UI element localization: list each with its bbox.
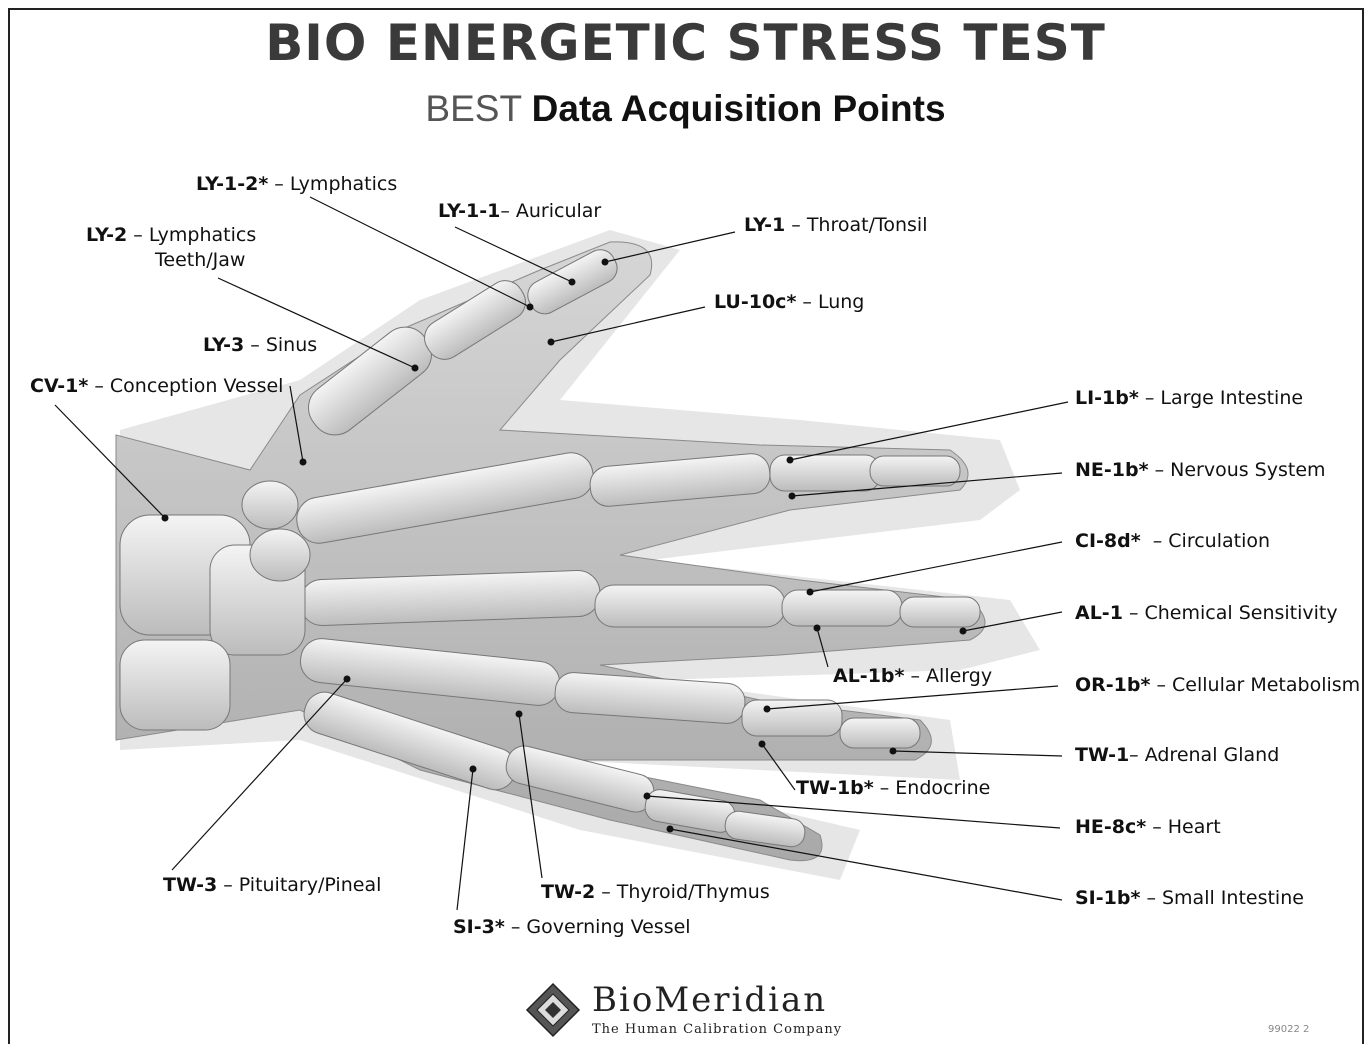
point-label-cv-1: CV-1* – Conception Vessel bbox=[30, 375, 283, 397]
document-code: 99022 2 bbox=[1268, 1024, 1309, 1035]
point-label-ly-2: LY-2 – Lymphatics bbox=[86, 224, 256, 246]
point-label-ci-8d: CI-8d* – Circulation bbox=[1075, 530, 1270, 552]
point-label-ly-1: LY-1 – Throat/Tonsil bbox=[744, 214, 927, 236]
point-label-ly-3: LY-3 – Sinus bbox=[203, 334, 317, 356]
company-tagline: The Human Calibration Company bbox=[592, 1022, 842, 1037]
biomeridian-logo-icon bbox=[524, 982, 582, 1038]
point-label-tw-3: TW-3 – Pituitary/Pineal bbox=[163, 874, 381, 896]
point-label-ly-1-2: LY-1-2* – Lymphatics bbox=[196, 173, 397, 195]
company-name: BioMeridian bbox=[592, 980, 827, 1020]
point-label-ly-2-line2: Teeth/Jaw bbox=[155, 249, 245, 271]
point-label-lu-10c: LU-10c* – Lung bbox=[714, 291, 864, 313]
point-label-li-1b: LI-1b* – Large Intestine bbox=[1075, 387, 1303, 409]
point-label-si-3: SI-3* – Governing Vessel bbox=[453, 916, 691, 938]
point-label-he-8c: HE-8c* – Heart bbox=[1075, 816, 1221, 838]
point-label-al-1: AL-1 – Chemical Sensitivity bbox=[1075, 602, 1338, 624]
point-label-tw-2: TW-2 – Thyroid/Thymus bbox=[541, 881, 770, 903]
point-label-ly-1-1: LY-1-1– Auricular bbox=[438, 200, 601, 222]
point-label-tw-1b: TW-1b* – Endocrine bbox=[796, 777, 990, 799]
point-label-or-1b: OR-1b* – Cellular Metabolism bbox=[1075, 674, 1360, 696]
point-label-ne-1b: NE-1b* – Nervous System bbox=[1075, 459, 1326, 481]
point-label-si-1b: SI-1b* – Small Intestine bbox=[1075, 887, 1304, 909]
point-label-tw-1: TW-1– Adrenal Gland bbox=[1075, 744, 1279, 766]
point-label-al-1b: AL-1b* – Allergy bbox=[833, 665, 992, 687]
